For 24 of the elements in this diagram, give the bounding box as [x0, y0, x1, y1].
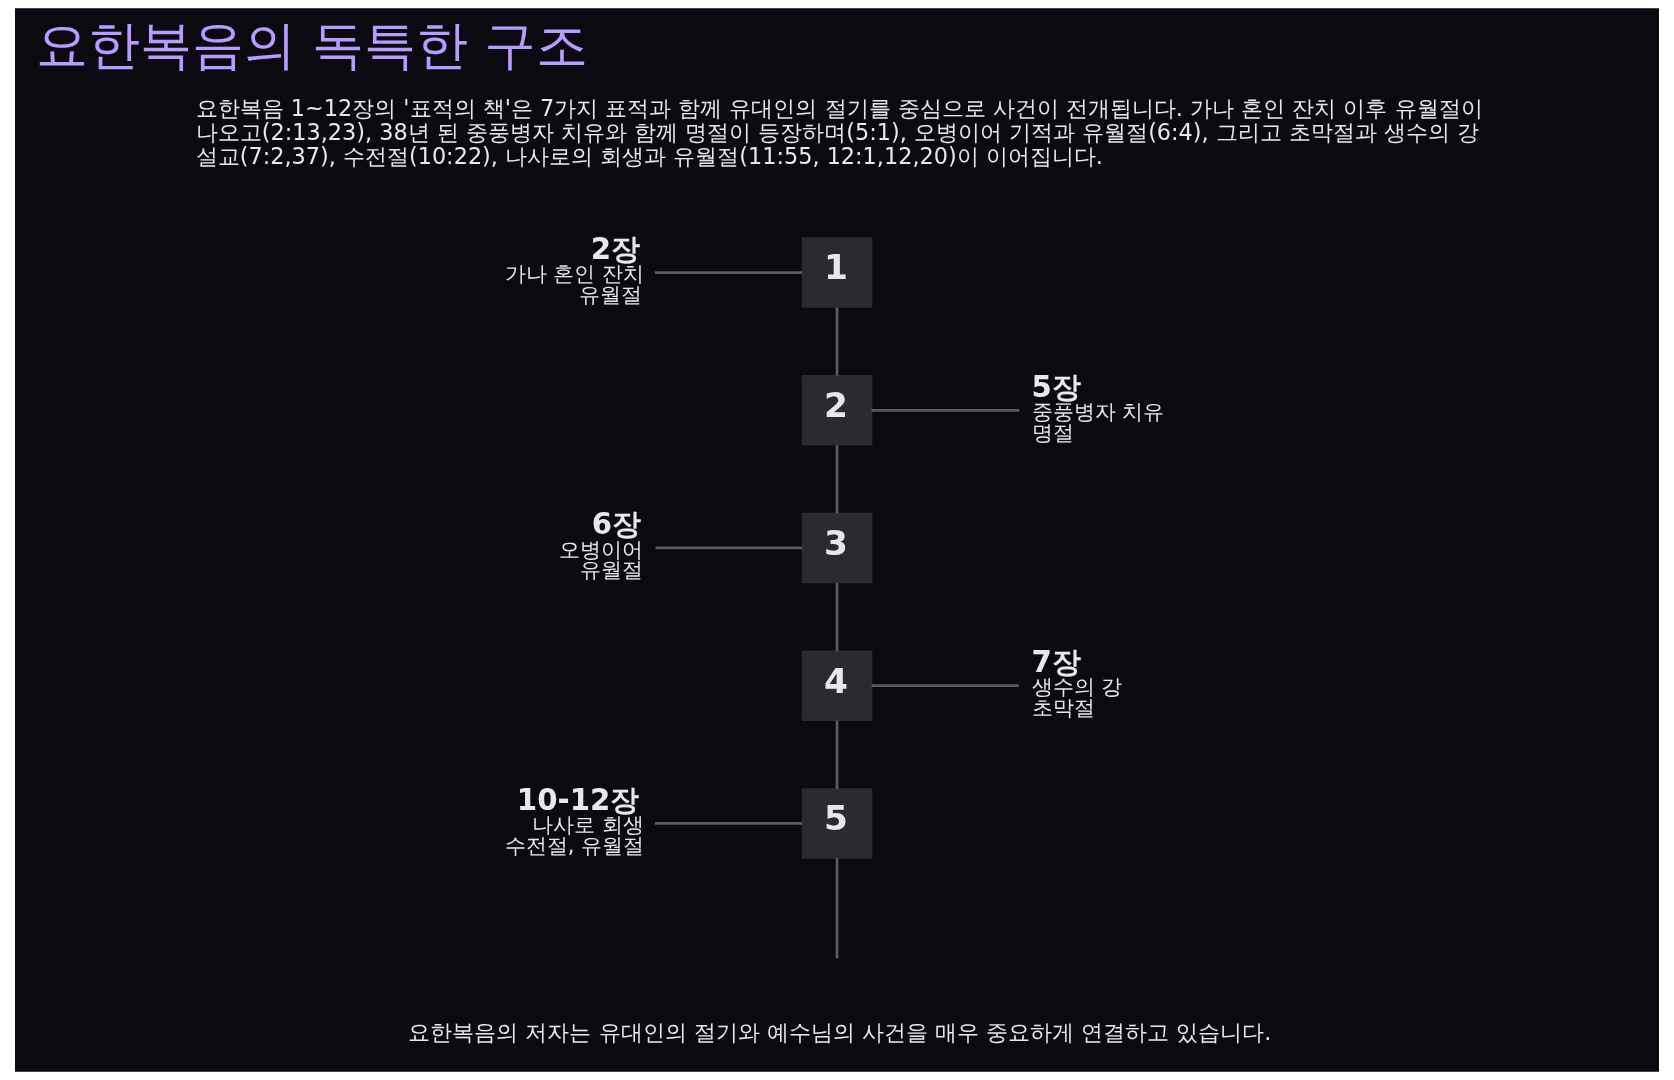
diagram-title: 요한복음의 독특한 구조	[35, 15, 589, 76]
connector	[835, 858, 839, 959]
node-label: 초막절	[1031, 696, 1095, 721]
label: 요한복음 1~12장의 '표적의 책'은 7가지 표적과 함께 유대인의 절기를 중심으로 사건이 전개됩니다. 가나 혼인 잔치 이후 유월절이 나오고(2:13,23), 38년 된 중풍병자 치유와 함께 명절이 등장하며(5:1), 오병이어 기적과 유월절(6:4), 그리고 초막절과 생수의 강 설교(7:2,37), 수전절(10:22), 나사로의 회생과 유월절(11:55, 12:1,12,20)이 이어집니다.	[195, 94, 1483, 169]
node-text: 5장	[1031, 369, 1081, 404]
node-text: 6장	[591, 507, 642, 542]
connector	[654, 271, 803, 274]
connector	[835, 445, 839, 514]
connector	[835, 720, 839, 789]
node-box: 2	[801, 374, 873, 446]
node-text: 2장	[590, 231, 641, 266]
connector	[835, 307, 839, 376]
connector	[654, 822, 803, 825]
node-box: 5	[801, 788, 873, 859]
node-text: 10-12장	[516, 782, 640, 817]
node-box: 4	[801, 650, 873, 721]
connector	[871, 684, 1019, 688]
connector	[835, 582, 839, 652]
connector	[655, 546, 803, 550]
caption: 요한복음의 저자는 유대인의 절기와 예수님의 사건을 매우 중요하게 연결하고 있습니다.	[408, 1018, 1272, 1045]
node-box: 3	[801, 512, 873, 584]
node-text: 7장	[1031, 645, 1081, 680]
connector	[871, 408, 1020, 412]
node-box: 1	[801, 237, 873, 308]
